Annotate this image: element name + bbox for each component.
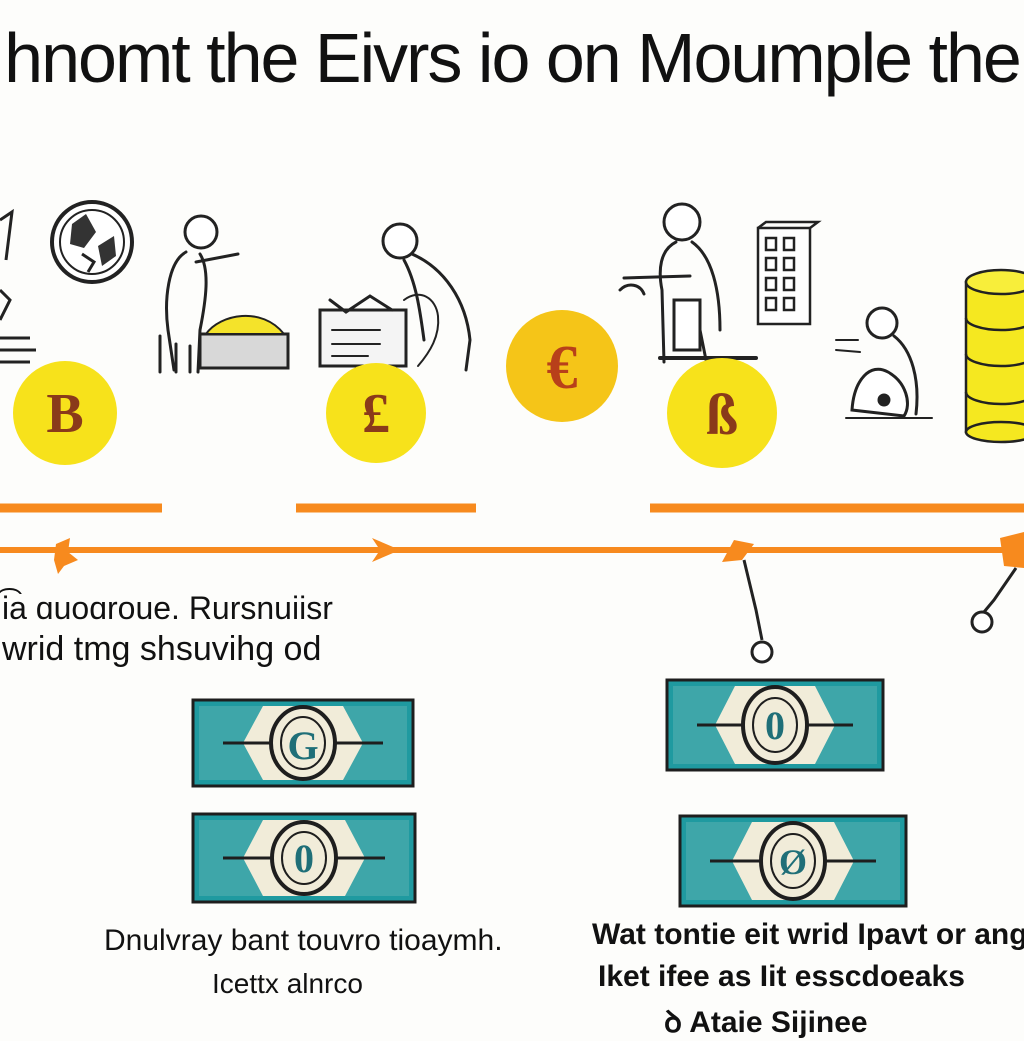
caption-left-line-2: wrid tmg shsuvihg od — [2, 630, 322, 668]
banknote-1 — [191, 698, 415, 788]
partial-building-icon — [0, 208, 36, 364]
timeline-axis — [0, 532, 1024, 574]
coin-euro-symbol: € — [547, 334, 578, 402]
globe-icon — [50, 200, 134, 284]
banknote-4-symbol: Ø — [779, 842, 807, 882]
caption-bottom-left-line-1: Dnulvray bant touvro tioaymh. — [104, 924, 503, 957]
page-title: hnomt the Eivrs io on Moumple the — [4, 19, 1022, 97]
banknote-4 — [678, 814, 908, 908]
coin-b-symbol: B — [46, 383, 83, 445]
coin-stack-icon — [964, 268, 1024, 444]
person-at-counter-icon — [618, 202, 758, 364]
banknote-3 — [665, 678, 885, 772]
person-with-register-icon — [318, 222, 472, 372]
coin-pound — [326, 363, 426, 463]
banknote-1-symbol: G — [287, 723, 318, 768]
caption-left-line-1: i͡a ɑuoɑroue. Rursnuiisr — [2, 590, 333, 626]
caption-bottom-right-line-1: Wat tontie eit wrid Ipavt or ang — [592, 918, 1024, 951]
banknote-3-symbol: 0 — [765, 703, 785, 748]
caption-bottom-left-line-2: Icettx alnrco — [212, 968, 363, 999]
banknote-2-symbol: 0 — [294, 836, 314, 881]
banknote-2 — [191, 812, 417, 904]
coin-pound-symbol: £ — [362, 383, 390, 445]
coin-euro — [506, 310, 618, 422]
coin-eszett-symbol: ß — [706, 382, 738, 447]
person-with-money-bag-icon — [835, 306, 933, 419]
coin-eszett — [667, 358, 777, 468]
timeline-pin-2 — [970, 567, 1018, 634]
person-with-gold-icon — [158, 214, 290, 374]
caption-bottom-right-line-3: ꝺ Ataie Sijinee — [664, 1006, 868, 1039]
building-icon — [756, 220, 822, 326]
coin-b — [13, 361, 117, 465]
timeline-pin-1 — [742, 559, 774, 664]
caption-bottom-right-line-2: Iket ifee as Iit esscdoeaks — [598, 960, 965, 993]
